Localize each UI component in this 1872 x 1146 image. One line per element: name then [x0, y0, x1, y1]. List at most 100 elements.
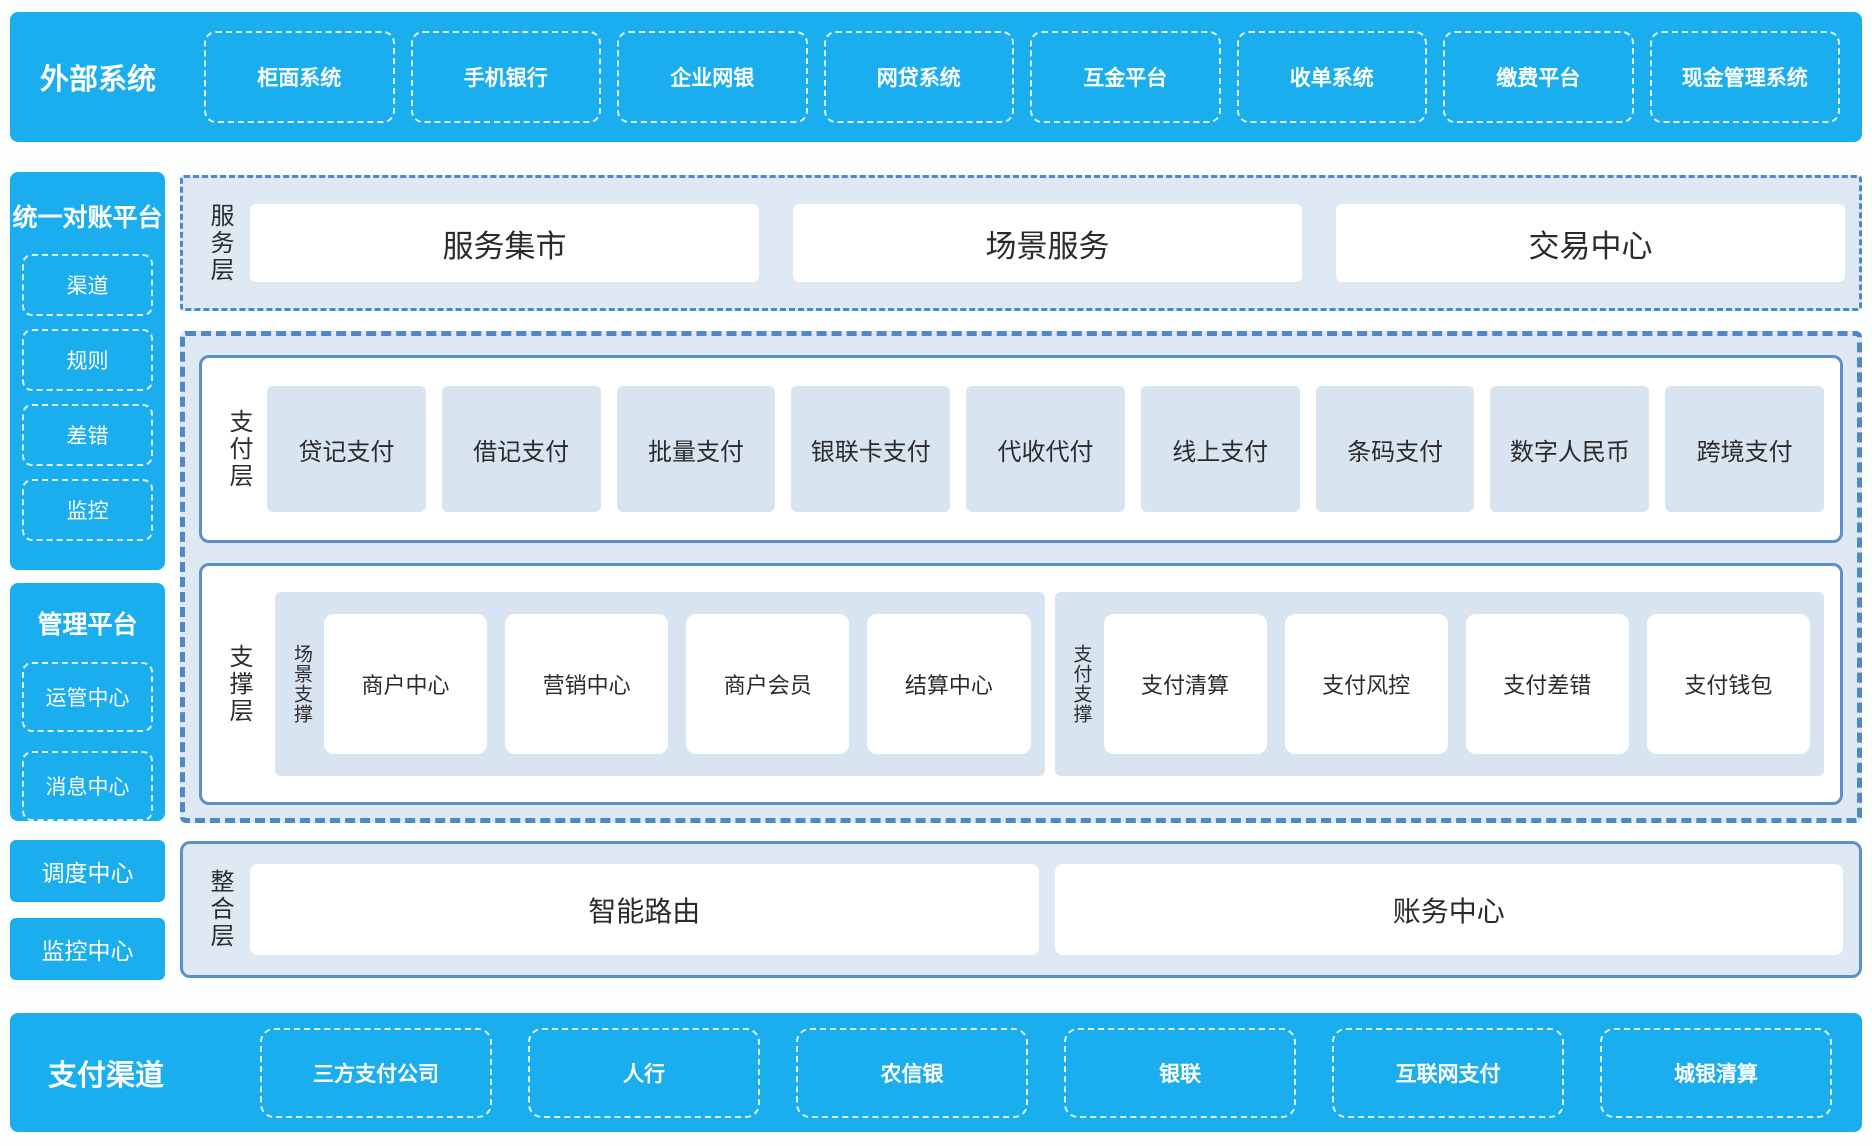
- payment-support-box: 支付钱包: [1647, 614, 1810, 754]
- external-system-box: 收单系统: [1237, 31, 1428, 123]
- payment-box-label: 批量支付: [648, 432, 744, 467]
- reconciliation-item-box: 渠道: [22, 254, 153, 316]
- payment-layer: 支付层 贷记支付 借记支付 批量: [199, 355, 1843, 543]
- service-layer: 服务层 服务集市 场景服务 交易中心: [180, 175, 1862, 311]
- external-systems-bar: 外部系统 柜面系统 手机银行 企业网银 网贷系统: [10, 12, 1862, 142]
- external-system-label: 缴费平台: [1496, 62, 1580, 92]
- payment-support-box: 支付风控: [1285, 614, 1448, 754]
- payment-support-box: 支付差错: [1466, 614, 1629, 754]
- payment-channels-bar: 支付渠道 三方支付公司 人行 农信银 银联 互联: [10, 1013, 1862, 1132]
- payment-support-box-label: 支付差错: [1503, 668, 1591, 700]
- payment-channel-label: 银联: [1159, 1058, 1201, 1088]
- reconciliation-item-label: 差错: [67, 420, 109, 450]
- external-systems-items: 柜面系统 手机银行 企业网银 网贷系统 互金平台: [204, 31, 1840, 123]
- reconciliation-item-box: 规则: [22, 329, 153, 391]
- integration-box: 智能路由: [250, 864, 1039, 955]
- payment-channel-box: 银联: [1064, 1028, 1296, 1118]
- management-item-box: 消息中心: [22, 751, 153, 821]
- middle-region: 统一对账平台 渠道 规则 差错: [10, 142, 1862, 980]
- integration-layer: 整合层 智能路由 账务中心: [180, 841, 1862, 978]
- scene-support-box: 商户中心: [324, 614, 487, 754]
- payment-layer-label: 支付层: [212, 358, 265, 540]
- payment-channel-label: 三方支付公司: [313, 1058, 439, 1088]
- management-item-label: 运管中心: [46, 682, 130, 712]
- payment-box: 线上支付: [1141, 386, 1300, 512]
- external-system-label: 收单系统: [1290, 62, 1374, 92]
- scene-support-box: 营销中心: [505, 614, 668, 754]
- payment-channel-box: 城银清算: [1600, 1028, 1832, 1118]
- external-system-box: 手机银行: [411, 31, 602, 123]
- service-box: 场景服务: [793, 204, 1302, 282]
- external-system-label: 网贷系统: [877, 62, 961, 92]
- external-system-box: 企业网银: [617, 31, 808, 123]
- scene-support-label: 场景支撑: [281, 592, 322, 776]
- payment-layer-items: 贷记支付 借记支付 批量支付 银联卡支付: [267, 386, 1824, 512]
- external-system-box: 现金管理系统: [1650, 31, 1841, 123]
- integration-box-label: 账务中心: [1393, 890, 1505, 930]
- service-box: 交易中心: [1336, 204, 1845, 282]
- payment-channel-label: 互联网支付: [1396, 1058, 1501, 1088]
- management-item-label: 消息中心: [46, 771, 130, 801]
- integration-layer-items: 智能路由 账务中心: [250, 864, 1843, 955]
- reconciliation-platform-title: 统一对账平台: [12, 198, 162, 234]
- payment-channel-label: 人行: [623, 1058, 665, 1088]
- scene-support-group: 场景支撑 商户中心 营销中心: [275, 592, 1045, 776]
- scene-support-box-label: 营销中心: [543, 668, 631, 700]
- core-layers-container: 支付层 贷记支付 借记支付 批量: [180, 331, 1862, 823]
- integration-layer-label: 整合层: [193, 844, 246, 975]
- external-system-box: 缴费平台: [1443, 31, 1634, 123]
- external-system-box: 互金平台: [1030, 31, 1221, 123]
- payment-box-label: 数字人民币: [1510, 432, 1630, 467]
- service-layer-label: 服务层: [193, 178, 246, 308]
- payment-box: 跨境支付: [1665, 386, 1824, 512]
- external-system-label: 企业网银: [670, 62, 754, 92]
- payment-box-label: 银联卡支付: [811, 432, 931, 467]
- payment-box-label: 条码支付: [1347, 432, 1443, 467]
- service-box: 服务集市: [250, 204, 759, 282]
- external-system-label: 柜面系统: [257, 62, 341, 92]
- payment-support-group: 支付支撑 支付清算 支付风控: [1055, 592, 1825, 776]
- payment-channel-box: 人行: [528, 1028, 760, 1118]
- payment-channel-box: 三方支付公司: [260, 1028, 492, 1118]
- payment-support-label: 支付支撑: [1061, 592, 1102, 776]
- management-platform-panel: 管理平台 运管中心 消息中心: [10, 583, 165, 821]
- external-systems-title: 外部系统: [40, 56, 192, 98]
- payment-channels-items: 三方支付公司 人行 农信银 银联 互联网支付 城银: [260, 1028, 1832, 1118]
- management-platform-items: 运管中心 消息中心: [10, 662, 165, 821]
- support-layer: 支撑层 场景支撑 商户中心 营销中心: [199, 563, 1843, 805]
- payment-box: 代收代付: [966, 386, 1125, 512]
- scene-support-box-label: 结算中心: [905, 668, 993, 700]
- scene-support-box-label: 商户会员: [724, 668, 812, 700]
- payment-support-box-label: 支付风控: [1322, 668, 1410, 700]
- left-sidebar: 统一对账平台 渠道 规则 差错: [10, 142, 165, 980]
- main-layer-stack: 服务层 服务集市 场景服务 交易中心: [180, 142, 1862, 980]
- scene-support-box: 结算中心: [867, 614, 1030, 754]
- payment-box: 银联卡支付: [791, 386, 950, 512]
- payment-channel-box: 农信银: [796, 1028, 1028, 1118]
- payment-support-box-label: 支付清算: [1141, 668, 1229, 700]
- payment-box: 数字人民币: [1490, 386, 1649, 512]
- payment-box-label: 借记支付: [473, 432, 569, 467]
- payment-channel-box: 互联网支付: [1332, 1028, 1564, 1118]
- service-box-label: 交易中心: [1529, 221, 1653, 266]
- external-system-label: 手机银行: [464, 62, 548, 92]
- reconciliation-item-label: 渠道: [67, 270, 109, 300]
- payment-box: 借记支付: [442, 386, 601, 512]
- external-system-box: 网贷系统: [824, 31, 1015, 123]
- external-system-label: 现金管理系统: [1682, 62, 1808, 92]
- payment-channels-title: 支付渠道: [48, 1052, 260, 1094]
- management-item-box: 运管中心: [22, 662, 153, 732]
- external-system-label: 互金平台: [1083, 62, 1167, 92]
- reconciliation-platform-items: 渠道 规则 差错 监控: [10, 254, 165, 541]
- reconciliation-item-label: 规则: [67, 345, 109, 375]
- dispatch-center-box: 调度中心: [10, 840, 165, 902]
- reconciliation-platform-panel: 统一对账平台 渠道 规则 差错: [10, 172, 165, 570]
- payment-channel-label: 农信银: [881, 1058, 944, 1088]
- payment-support-items: 支付清算 支付风控 支付差错: [1104, 614, 1811, 754]
- payment-support-box-label: 支付钱包: [1684, 668, 1772, 700]
- service-box-label: 场景服务: [986, 221, 1110, 266]
- service-layer-items: 服务集市 场景服务 交易中心: [250, 204, 1845, 282]
- reconciliation-item-box: 监控: [22, 479, 153, 541]
- scene-support-box-label: 商户中心: [362, 668, 450, 700]
